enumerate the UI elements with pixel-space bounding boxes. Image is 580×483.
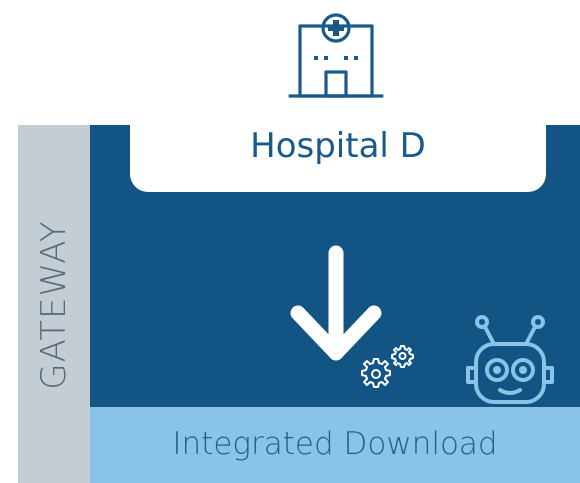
- robot-icon: [466, 315, 554, 404]
- hospital-box: [130, 110, 546, 192]
- hospital-label: Hospital D: [250, 126, 426, 166]
- hospital-building-icon: [288, 13, 384, 98]
- gateway-band: [18, 125, 90, 483]
- integrated-download-band: [90, 407, 580, 483]
- integrated-download-label: Integrated Download: [172, 426, 498, 462]
- gears-icon: [361, 345, 414, 388]
- gateway-label: GATEWAY: [34, 220, 74, 390]
- download-arrow-icon: [290, 245, 382, 361]
